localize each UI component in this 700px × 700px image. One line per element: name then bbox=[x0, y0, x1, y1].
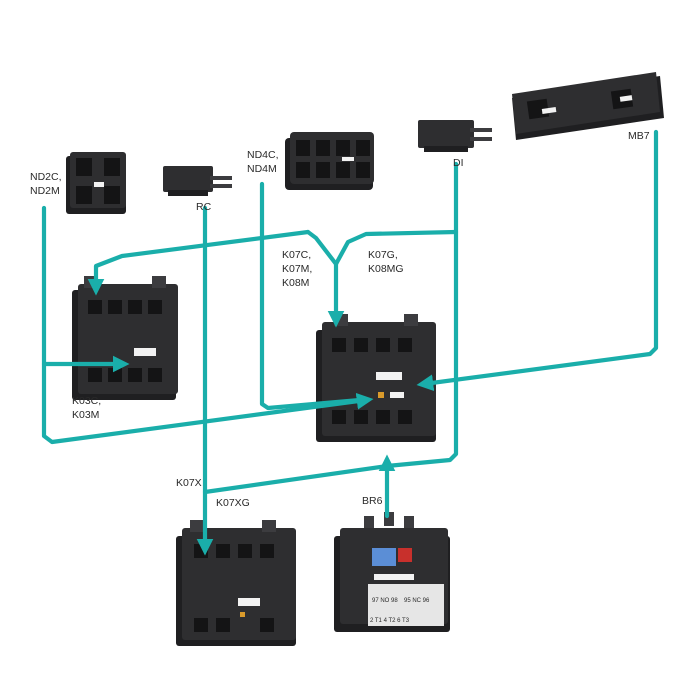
label-k07c-line3: K08M bbox=[282, 277, 309, 289]
label-k07g-line2: K08MG bbox=[368, 263, 404, 275]
label-nd2-line1: ND2C, bbox=[30, 171, 62, 183]
label-nd4-line2: ND4M bbox=[247, 163, 277, 175]
connector-nd4-to-k07 bbox=[259, 181, 363, 411]
label-rc: RC bbox=[196, 201, 212, 213]
br6-overload-relay: 97 NO 98 95 NC 96 2 T1 4 T2 6 T3 bbox=[334, 512, 450, 632]
label-k03-line1: K03C, bbox=[72, 395, 101, 407]
nd4-auxiliary-block bbox=[285, 132, 374, 190]
label-nd4-line1: ND4C, bbox=[247, 149, 279, 161]
connector-bus-to-k07 bbox=[305, 229, 345, 328]
label-nd2-line2: ND2M bbox=[30, 185, 60, 197]
mb7-mechanical-interlock bbox=[512, 72, 664, 140]
k03-contactor bbox=[72, 276, 178, 400]
br6-terminal-label-mid: 95 NC 96 bbox=[404, 598, 430, 604]
label-mb7: MB7 bbox=[628, 130, 650, 142]
label-k07xg: K07XG bbox=[216, 497, 250, 509]
connector-bus-to-k03 bbox=[87, 229, 311, 296]
label-k07c-line2: K07M, bbox=[282, 263, 312, 275]
label-k07x: K07X bbox=[176, 477, 202, 489]
connector-mb7-to-k07 bbox=[416, 129, 659, 392]
label-k07c-line1: K07C, bbox=[282, 249, 311, 261]
k07x-contactor bbox=[176, 520, 296, 646]
label-k07g-line1: K07G, bbox=[368, 249, 398, 261]
connector-di-top bbox=[333, 229, 459, 267]
br6-terminal-label-bottom: 2 T1 4 T2 6 T3 bbox=[370, 618, 410, 624]
br6-terminal-label-top: 97 NO 98 bbox=[372, 598, 398, 604]
k07-contactor bbox=[316, 314, 436, 442]
label-k03-line2: K03M bbox=[72, 409, 99, 421]
rc-suppressor bbox=[163, 166, 232, 196]
label-di: DI bbox=[453, 157, 464, 169]
connector-nd2-to-k07 bbox=[41, 361, 374, 445]
di-diode-module bbox=[418, 120, 492, 152]
connector-di-to-k07x bbox=[202, 463, 390, 495]
connector-di-trunk bbox=[384, 161, 459, 469]
label-br6: BR6 bbox=[362, 495, 383, 507]
nd2-auxiliary-block bbox=[66, 152, 126, 214]
